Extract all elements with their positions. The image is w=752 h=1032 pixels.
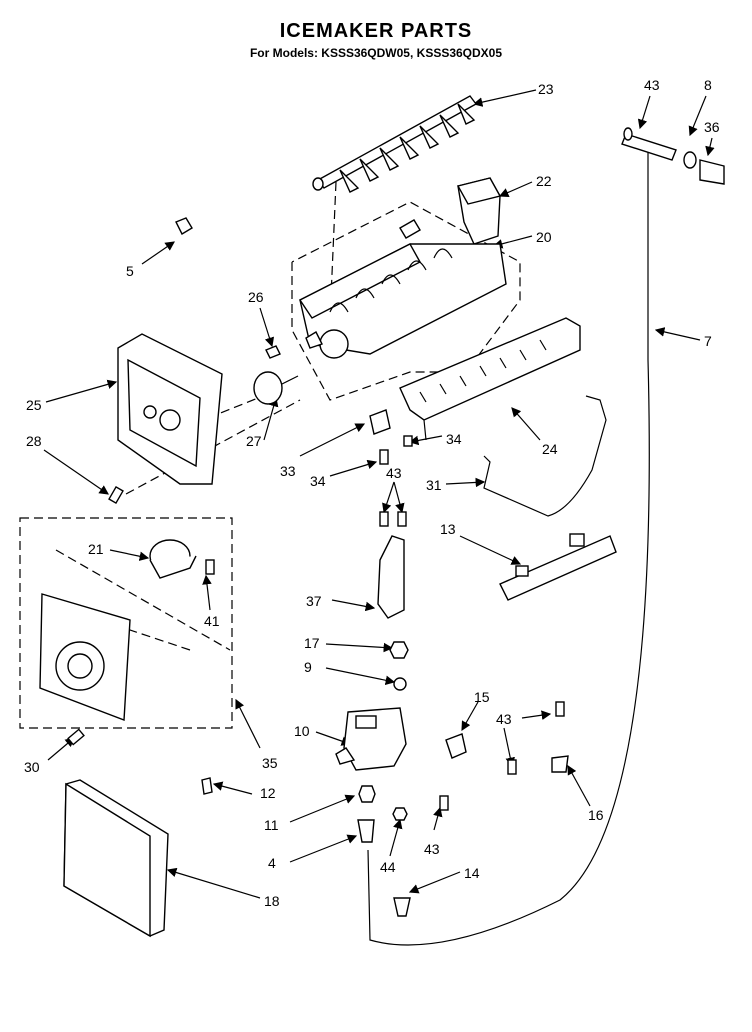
retainer-clip-part [265, 345, 281, 359]
tube-clip-part [551, 755, 569, 773]
mounting-bracket-part [369, 409, 391, 435]
callout-label: 21 [88, 541, 104, 557]
callout-label: 37 [306, 593, 322, 609]
diagram-subtitle: For Models: KSSS36QDW05, KSSS36QDX05 [249, 46, 503, 60]
callout-label: 33 [280, 463, 296, 479]
callout-label: 12 [260, 785, 276, 801]
callout-label: 34 [446, 431, 462, 447]
module-housing-part [117, 333, 223, 485]
thermostat-part [253, 371, 299, 405]
callout-label: 5 [126, 263, 134, 279]
callout-label: 15 [474, 689, 490, 705]
ice-mold-part [298, 219, 507, 359]
callout-label: 43 [424, 841, 440, 857]
tube-clamp-part [445, 733, 467, 759]
shutoff-arm-part [483, 395, 607, 517]
callout-label: 43 [644, 77, 660, 93]
callout-label: 14 [464, 865, 480, 881]
fill-tube-part [367, 127, 725, 946]
inlet-fitting-part [357, 819, 375, 843]
callout-label: 25 [26, 397, 42, 413]
callout-label: 23 [538, 81, 554, 97]
callout-label: 36 [704, 119, 720, 135]
icemaker-cover-part [63, 779, 169, 938]
nut-part [389, 641, 409, 659]
callout-label: 24 [542, 441, 558, 457]
washer-part [393, 677, 407, 691]
callout-label: 17 [304, 635, 320, 651]
screws-part [67, 435, 565, 811]
compression-nut-part [392, 807, 408, 821]
tube-nut-part [358, 785, 376, 803]
ejector-shaft-part [312, 95, 478, 193]
stripper-part [399, 317, 581, 441]
callout-label: 28 [26, 433, 42, 449]
callout-label: 35 [262, 755, 278, 771]
callout-label: 18 [264, 893, 280, 909]
callout-label: 4 [268, 855, 276, 871]
callout-labels: 43 8 36 23 22 20 7 5 26 25 28 27 33 34 3… [24, 77, 720, 909]
callout-label: 34 [310, 473, 326, 489]
callout-label: 41 [204, 613, 220, 629]
callout-label: 43 [496, 711, 512, 727]
callout-label: 16 [588, 807, 604, 823]
callout-label: 27 [246, 433, 262, 449]
valve-bracket-part [377, 535, 405, 619]
callout-label: 30 [24, 759, 40, 775]
insert-part [393, 897, 411, 917]
callout-label: 22 [536, 173, 552, 189]
callout-label: 8 [704, 77, 712, 93]
callout-label: 26 [248, 289, 264, 305]
water-valve-part [335, 707, 407, 771]
callout-label: 44 [380, 859, 396, 875]
callout-label: 7 [704, 333, 712, 349]
callout-label: 13 [440, 521, 456, 537]
leader-lines [43, 89, 715, 899]
fill-cup-part [456, 177, 502, 245]
callout-label: 10 [294, 723, 310, 739]
callout-label: 31 [426, 477, 442, 493]
callout-label: 43 [386, 465, 402, 481]
callout-label: 9 [304, 659, 312, 675]
callout-label: 20 [536, 229, 552, 245]
callout-label: 11 [264, 817, 279, 833]
diagram-title: ICEMAKER PARTS [279, 20, 473, 42]
motor-part [149, 539, 197, 579]
wiring-harness-part [499, 533, 617, 601]
mounting-plate-part [39, 593, 131, 721]
bushing-part [201, 777, 213, 795]
clip-part [175, 217, 193, 235]
